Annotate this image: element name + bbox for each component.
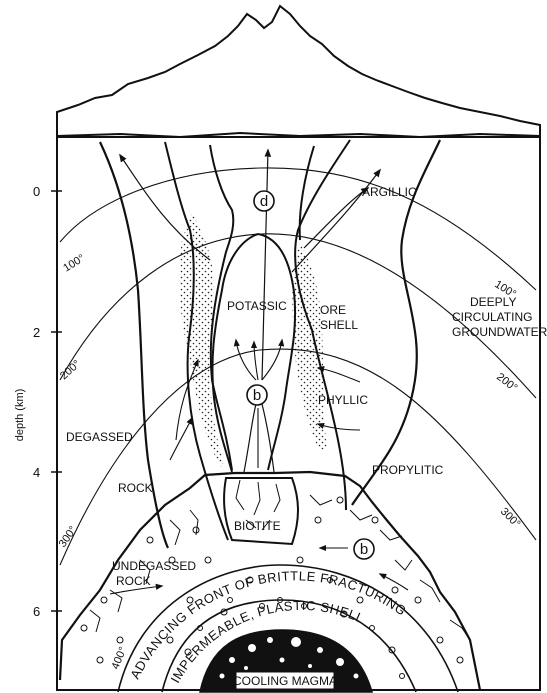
label-phyllic: PHYLLIC — [318, 393, 368, 407]
label-degassed: DEGASSED — [66, 430, 133, 444]
label-deeply: DEEPLY — [470, 295, 516, 309]
label-shell: SHELL — [320, 318, 358, 332]
arrow-degassed — [170, 418, 192, 460]
depth-axis-label: depth (km) — [14, 389, 26, 442]
isotherm-300 — [60, 349, 536, 565]
marker-b-lower: b — [354, 539, 374, 559]
label-groundwater: GROUNDWATER — [452, 325, 547, 339]
label-potassic: POTASSIC — [227, 299, 287, 313]
arrow-b-fan-right — [262, 340, 282, 380]
marker-b-upper: b — [247, 385, 267, 405]
isotherm-label-left-200: 200° — [58, 358, 83, 382]
arrow-b-fan-left — [236, 340, 256, 380]
label-biotite: BIOTITE — [234, 519, 281, 533]
arrow-b-fan-mid — [254, 342, 258, 380]
volcano-outline — [57, 6, 540, 138]
label-undegassed-rock: ROCK — [116, 574, 151, 588]
label-undegassed: UNDEGASSED — [112, 559, 196, 573]
depth-tick-2: 2 — [33, 325, 40, 340]
marker-d-label: d — [260, 193, 268, 210]
biotite-zone — [224, 478, 298, 544]
marker-b-upper-label: b — [253, 387, 261, 404]
depth-tick-4: 4 — [33, 465, 40, 480]
label-circulating: CIRCULATING — [452, 310, 532, 324]
label-ore: ORE — [320, 303, 346, 317]
arrow-d-up — [262, 150, 268, 380]
isotherm-label-right-200: 200° — [494, 371, 519, 394]
label-propylitic: PROPYLITIC — [372, 463, 444, 477]
isotherm-label-left-300: 300° — [57, 524, 80, 550]
depth-tick-6: 6 — [33, 604, 40, 619]
label-rock: ROCK — [118, 481, 153, 495]
isotherm-label-left-100: 100° — [61, 252, 87, 274]
label-argillic: ARGILLIC — [362, 185, 417, 199]
depth-tick-0: 0 — [33, 184, 40, 199]
marker-d: d — [254, 191, 274, 211]
depth-axis: 0 2 4 6 depth (km) — [14, 184, 62, 619]
label-cooling-magma: COOLING MAGMA — [233, 674, 337, 688]
isotherm-label-right-300: 300° — [498, 506, 523, 531]
marker-b-lower-label: b — [360, 541, 368, 558]
